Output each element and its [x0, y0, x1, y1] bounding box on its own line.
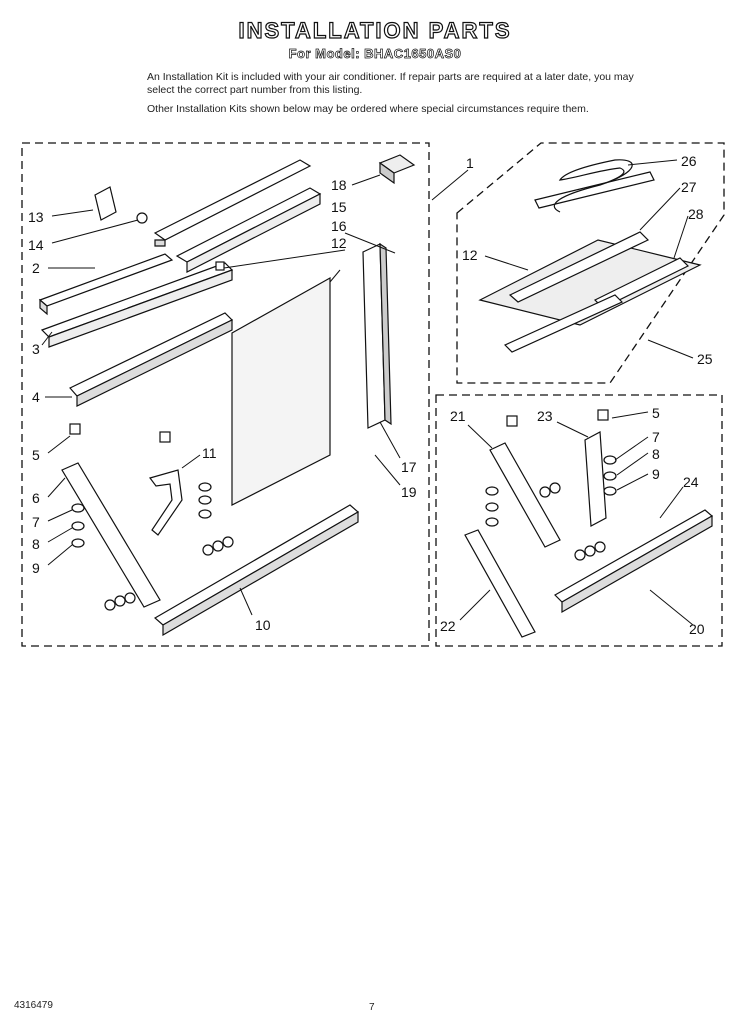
callout-8: 8 [32, 536, 40, 552]
callout-7: 7 [32, 514, 40, 530]
page-number: 7 [369, 1002, 375, 1013]
kit-20-boundary [435, 394, 723, 647]
callout-3: 3 [32, 341, 40, 357]
callout-6: 6 [32, 490, 40, 506]
callout-22: 22 [440, 618, 456, 634]
callout-5: 5 [32, 447, 40, 463]
callout-2: 2 [32, 260, 40, 276]
callout-26: 26 [681, 153, 697, 169]
callout-27: 27 [681, 179, 697, 195]
callout-18: 18 [331, 177, 347, 193]
callout-9-kit20: 9 [652, 466, 660, 482]
callout-28: 28 [688, 206, 704, 222]
callout-23: 23 [537, 408, 553, 424]
callout-15: 15 [331, 199, 347, 215]
callout-19: 19 [401, 484, 417, 500]
main-kit-parts [38, 154, 416, 637]
callout-16: 16 [331, 218, 347, 234]
callout-7-kit20: 7 [652, 429, 660, 445]
callout-13: 13 [28, 209, 44, 225]
intro-paragraph-kits: Other Installation Kits shown below may … [147, 103, 589, 115]
callout-12-kit25: 12 [462, 247, 478, 263]
callout-12-main: 12 [331, 235, 347, 251]
callout-20: 20 [689, 621, 705, 637]
model-subtitle: For Model: BHAC1650AS0 [288, 46, 462, 62]
callout-17: 17 [401, 459, 417, 475]
kit-25-parts [478, 159, 702, 353]
document-number: 4316479 [14, 1000, 53, 1011]
callout-24: 24 [683, 474, 699, 490]
callout-21: 21 [450, 408, 466, 424]
kit-20-parts [464, 409, 714, 638]
callout-1: 1 [466, 155, 474, 171]
callout-4: 4 [32, 389, 40, 405]
callout-14: 14 [28, 237, 44, 253]
intro-paragraph: An Installation Kit is included with you… [147, 71, 634, 96]
leader-lines [41, 159, 694, 626]
callout-8-kit20: 8 [652, 446, 660, 462]
callout-11: 11 [202, 445, 217, 461]
callout-9: 9 [32, 560, 40, 576]
callout-5-kit20: 5 [652, 405, 660, 421]
kit-25-boundary [456, 142, 725, 384]
callout-25: 25 [697, 351, 713, 367]
page-title: INSTALLATION PARTS [238, 17, 512, 43]
callout-10: 10 [255, 617, 271, 633]
